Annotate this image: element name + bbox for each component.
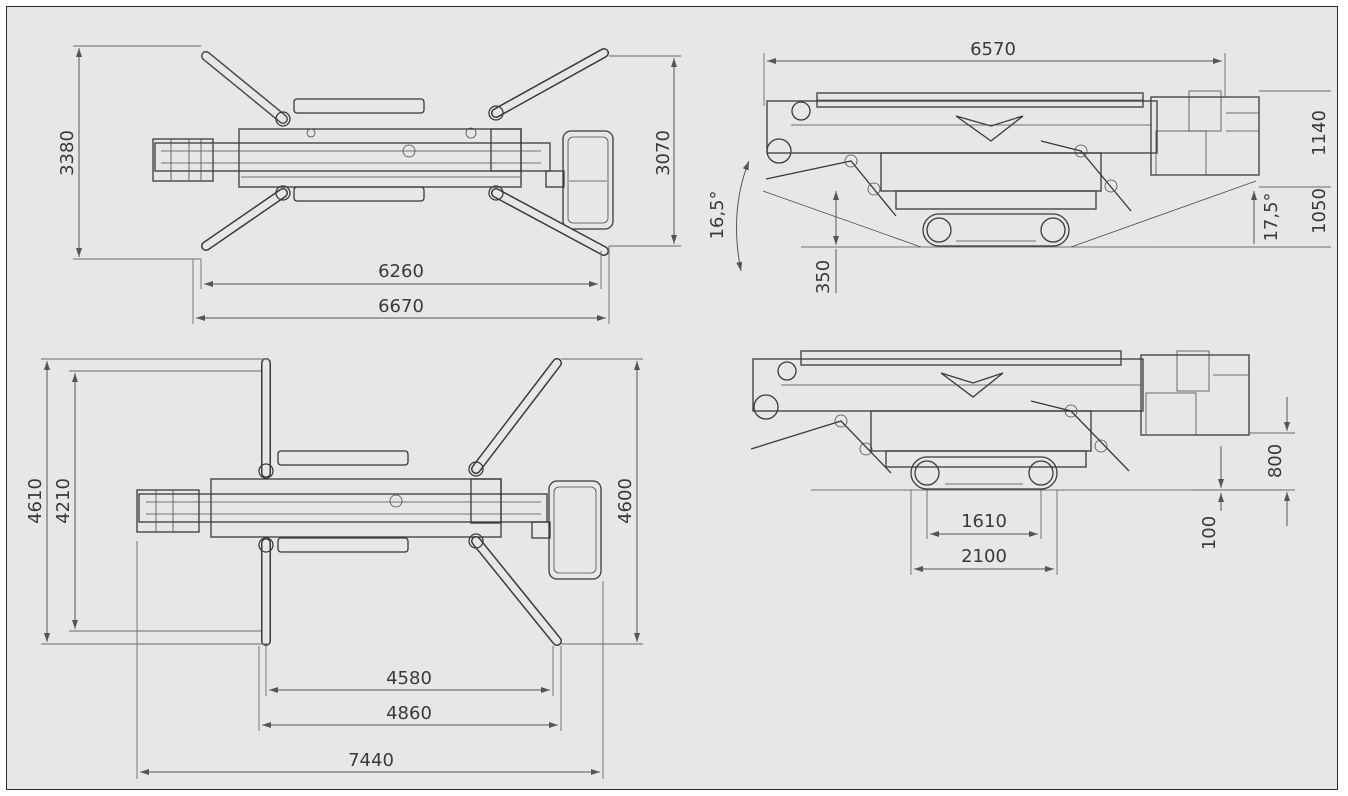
dim-side-stowed-height-top: 1140 xyxy=(1309,110,1330,156)
dimension-lines-side-tracks xyxy=(910,397,1295,575)
side-view-stowed: 6570 1140 1050 350 16,5° 17,5° xyxy=(707,39,1331,294)
dim-top-stowed-length-overall: 6670 xyxy=(378,296,424,317)
top-view-deployed: 4610 4210 4600 4580 4860 7440 xyxy=(25,358,643,779)
dimension-lines-top-deployed xyxy=(41,358,643,779)
dimension-lines-side-stowed xyxy=(736,53,1331,293)
dim-side-stowed-ground-clearance: 350 xyxy=(813,260,834,294)
dimension-lines-top-stowed xyxy=(73,45,681,324)
dim-top-deployed-length-inner: 4580 xyxy=(386,668,432,689)
drawing-canvas: 3380 3070 6260 6670 xyxy=(25,39,1331,779)
dim-side-stowed-height-track: 1050 xyxy=(1309,188,1330,234)
dim-top-deployed-length-overall: 7440 xyxy=(348,750,394,771)
dim-side-stowed-angle-front: 16,5° xyxy=(707,190,728,239)
dim-side-tracks-height-base: 100 xyxy=(1199,516,1220,550)
machine-top-stowed xyxy=(152,48,614,256)
dim-top-stowed-width-overall: 3380 xyxy=(57,130,78,176)
machine-side-stowed xyxy=(765,90,1260,248)
dim-top-stowed-width-outriggers: 3070 xyxy=(653,130,674,176)
top-view-stowed: 3380 3070 6260 6670 xyxy=(57,45,681,324)
dim-top-deployed-width-inner: 4210 xyxy=(53,478,74,524)
machine-side-tracks xyxy=(750,350,1250,491)
side-view-tracks: 800 100 1610 2100 xyxy=(750,350,1295,575)
dim-side-stowed-length-overall: 6570 xyxy=(970,39,1016,60)
dim-side-tracks-track-length: 1610 xyxy=(961,511,1007,532)
dim-top-deployed-width-overall: 4610 xyxy=(25,478,46,524)
machine-top-deployed xyxy=(136,358,602,646)
dim-top-deployed-width-right: 4600 xyxy=(615,478,636,524)
dim-top-deployed-length-mid: 4860 xyxy=(386,703,432,724)
dim-top-stowed-length-outriggers: 6260 xyxy=(378,261,424,282)
dim-side-tracks-height-outrigger: 800 xyxy=(1265,444,1286,478)
dim-side-tracks-track-width: 2100 xyxy=(961,546,1007,567)
technical-drawing-sheet: 3380 3070 6260 6670 xyxy=(6,6,1338,790)
dim-side-stowed-angle-rear: 17,5° xyxy=(1261,192,1282,241)
